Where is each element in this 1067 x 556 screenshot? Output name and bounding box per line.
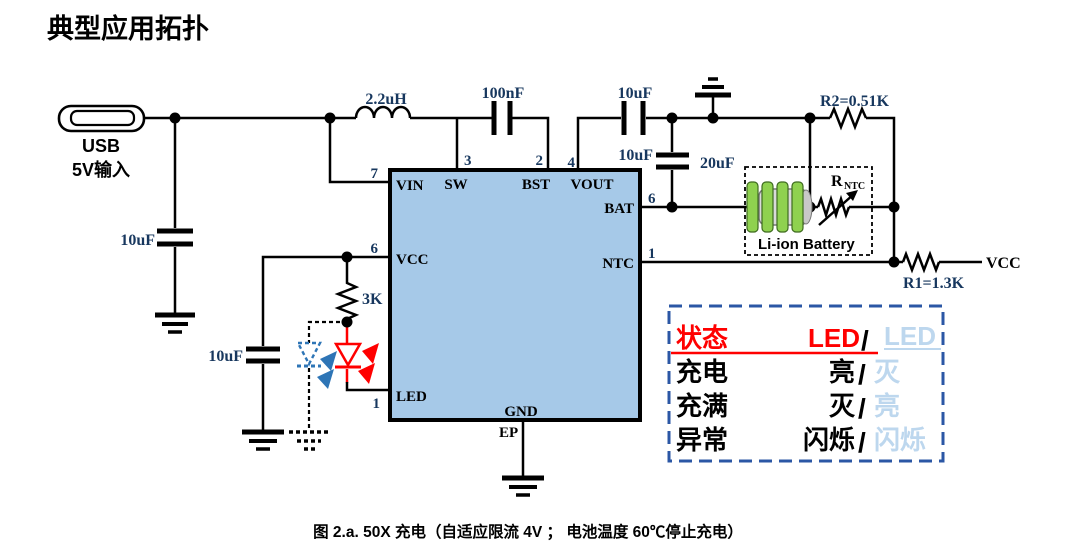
- wire-led-pin: [345, 382, 390, 392]
- inductor-icon: [354, 105, 412, 119]
- pin-number-led: 1: [373, 396, 381, 412]
- usb-label-line1: USB: [82, 136, 120, 156]
- wire-vin: [328, 118, 390, 184]
- legend-abnormal-right: 闪烁: [874, 425, 926, 455]
- wire-vout-riser: [576, 116, 621, 170]
- pin-number-bst: 2: [536, 153, 544, 169]
- figure-caption: 图 2.a. 50X 充电（自适应限流 4V ； 电池温度 60℃停止充电）: [313, 522, 743, 541]
- legend-abnormal-label: 异常: [676, 425, 728, 455]
- ground-ep-icon: [502, 475, 544, 497]
- usb-connector-icon: [57, 104, 146, 133]
- pin-label-vin: VIN: [396, 178, 424, 194]
- battery-box: [744, 166, 873, 256]
- resistor-r2-icon: [828, 105, 868, 131]
- legend-full-slash: /: [858, 393, 866, 424]
- legend-box: [667, 304, 945, 463]
- legend-row-header: 状态 LED / LED: [671, 321, 941, 356]
- pin-label-sw: SW: [444, 177, 467, 193]
- legend-header-left: LED: [808, 323, 860, 353]
- page-title: 典型应用拓扑: [47, 13, 209, 44]
- pin-label-bat: BAT: [604, 201, 634, 217]
- legend-charging-slash: /: [858, 359, 866, 390]
- red-led-icon: [333, 322, 379, 384]
- legend-full-label: 充满: [676, 391, 728, 421]
- legend-header-right: LED: [884, 321, 936, 351]
- legend-charging-left: 亮: [829, 357, 855, 387]
- legend-full-right: 亮: [874, 391, 900, 421]
- pin-number-ntc: 1: [648, 246, 656, 262]
- thermistor-rntc-icon: [816, 194, 851, 220]
- legend-header-slash: /: [861, 325, 869, 356]
- pin-number-vin: 7: [371, 166, 379, 182]
- pin-label-led: LED: [396, 389, 427, 405]
- pin-number-vout: 4: [568, 155, 576, 171]
- pin-label-vout: VOUT: [570, 177, 613, 193]
- label-r2: R2=0.51K: [820, 93, 890, 110]
- pin-label-gnd: GND: [504, 404, 538, 420]
- wire-bst-run: [512, 116, 550, 170]
- label-cap-vcc: 10uF: [208, 348, 243, 365]
- label-cap-out-left: 10uF: [618, 147, 653, 164]
- legend-charging-right: 灭: [874, 357, 901, 387]
- ic-body: [388, 168, 642, 422]
- battery-label: Li-ion Battery: [758, 236, 855, 253]
- label-vcc-net: VCC: [986, 255, 1021, 272]
- wire-right-edge: [866, 116, 896, 262]
- pin-number-sw: 3: [464, 153, 472, 169]
- legend-charging-label: 充电: [676, 357, 728, 387]
- legend-abnormal-left: 闪烁: [803, 425, 855, 455]
- ground-vcc-icon: [242, 429, 284, 451]
- legend-abnormal-slash: /: [858, 427, 866, 458]
- label-cap-bst: 100nF: [482, 85, 525, 102]
- pin-label-bst: BST: [522, 177, 550, 193]
- pin-label-vcc: VCC: [396, 252, 429, 268]
- thermistor-arrow-icon: [818, 190, 858, 226]
- pin-number-bat: 6: [648, 191, 656, 207]
- label-cap-out-right: 20uF: [700, 155, 735, 172]
- label-cap-in: 10uF: [120, 232, 155, 249]
- pin-label-ep: EP: [499, 425, 518, 441]
- resistor-r1-icon: [901, 250, 941, 274]
- legend-row-full: 充满 灭 / 亮: [676, 391, 900, 424]
- label-rntc: R: [831, 173, 843, 190]
- pin-label-ntc: NTC: [602, 256, 634, 272]
- legend-row-charging: 充电 亮 / 灭: [676, 357, 901, 390]
- battery-icon: [746, 181, 813, 233]
- label-r-3k: 3K: [362, 291, 383, 308]
- legend-row-abnormal: 异常 闪烁 / 闪烁: [676, 425, 926, 458]
- label-inductor: 2.2uH: [365, 91, 407, 108]
- ground-input-icon: [155, 312, 195, 334]
- pin-number-vcc: 6: [371, 241, 379, 257]
- ground-top-icon: [695, 77, 731, 118]
- label-rntc-sub: NTC: [844, 181, 865, 192]
- legend-full-left: 灭: [829, 391, 856, 421]
- resistor-3k-icon: [334, 257, 360, 322]
- label-r1: R1=1.3K: [903, 275, 965, 292]
- ground-dashed-icon: [289, 430, 329, 451]
- usb-label-line2: 5V输入: [72, 159, 130, 180]
- legend-header-label: 状态: [676, 323, 728, 353]
- blue-led-icon: [296, 320, 347, 430]
- label-cap-out-series: 10uF: [618, 85, 653, 102]
